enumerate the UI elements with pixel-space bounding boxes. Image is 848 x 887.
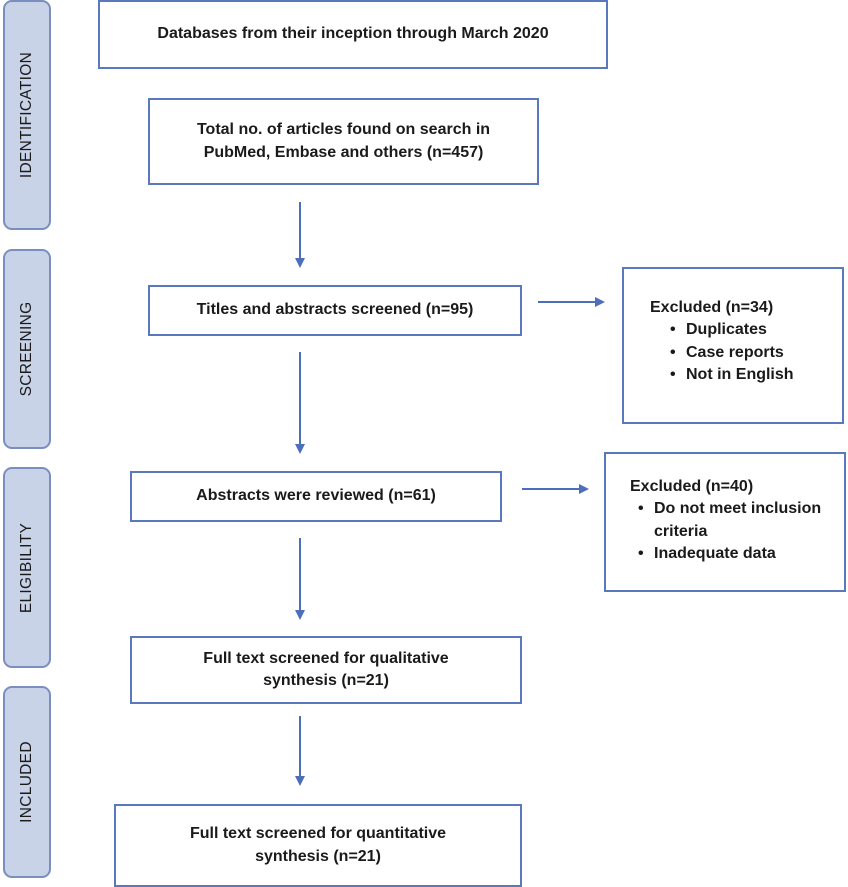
databases-text: Databases from their inception through M… <box>157 25 549 43</box>
phase-eligibility: ELIGIBILITY <box>3 467 51 668</box>
total-articles-line1: Total no. of articles found on search in <box>196 121 491 139</box>
excluded-screening-box: Excluded (n=34) Duplicates Case reports … <box>622 267 844 424</box>
qualitative-line2: synthesis (n=21) <box>263 672 389 689</box>
quantitative-line2: synthesis (n=21) <box>255 847 381 865</box>
titles-screened-box: Titles and abstracts screened (n=95) <box>148 285 522 336</box>
excluded-eligibility-box: Excluded (n=40) Do not meet inclusion cr… <box>604 452 846 592</box>
list-item: Do not meet inclusion criteria <box>634 498 834 543</box>
list-item: Case reports <box>666 342 842 365</box>
quantitative-line1: Full text screened for quantitative <box>189 825 447 843</box>
titles-screened-text: Titles and abstracts screened (n=95) <box>196 301 474 319</box>
abstracts-reviewed-box: Abstracts were reviewed (n=61) <box>130 471 502 522</box>
full-text-qualitative-box: Full text screened for qualitative synth… <box>130 636 522 704</box>
abstracts-reviewed-text: Abstracts were reviewed (n=61) <box>196 487 436 505</box>
databases-box: Databases from their inception through M… <box>98 0 608 69</box>
total-articles-line2: PubMed, Embase and others (n=457) <box>203 143 484 161</box>
phase-included: INCLUDED <box>3 686 51 878</box>
excluded-screening-list: Duplicates Case reports Not in English <box>666 319 842 387</box>
list-item: Inadequate data <box>634 543 834 566</box>
phase-identification: IDENTIFICATION <box>3 0 51 230</box>
excluded-screening-title: Excluded (n=34) <box>650 299 774 316</box>
excluded-eligibility-title: Excluded (n=40) <box>630 478 754 495</box>
phase-screening: SCREENING <box>3 249 51 449</box>
excluded-eligibility-list: Do not meet inclusion criteria Inadequat… <box>634 498 834 566</box>
total-articles-box: Total no. of articles found on search in… <box>148 98 539 185</box>
list-item: Duplicates <box>666 319 842 342</box>
full-text-quantitative-box: Full text screened for quantitative synt… <box>114 804 522 887</box>
list-item: Not in English <box>666 364 842 387</box>
qualitative-line1: Full text screened for qualitative <box>203 649 449 667</box>
